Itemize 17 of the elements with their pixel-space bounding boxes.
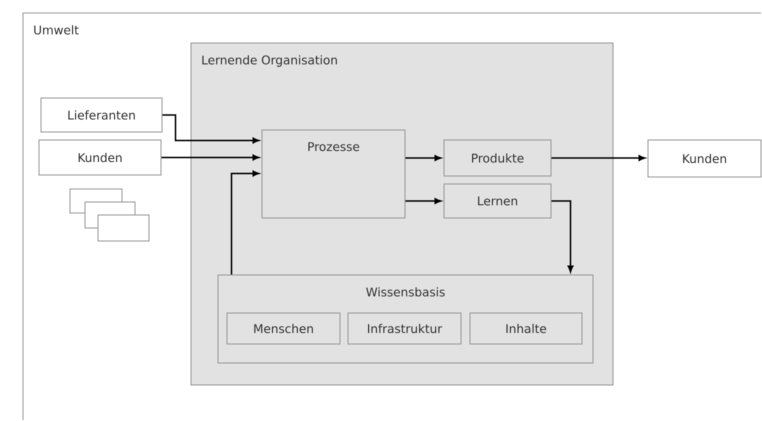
box: Produkte [444, 140, 552, 176]
box: Lieferanten [40, 98, 162, 132]
process-box: Prozesse [262, 130, 406, 218]
box: Kunden [38, 140, 162, 176]
box: Inhalte [470, 312, 582, 344]
box: Lernen [444, 184, 552, 218]
arrow [406, 155, 442, 161]
arrow [162, 114, 260, 144]
arrow [406, 198, 442, 204]
box: Infrastruktur [348, 312, 462, 344]
arrow [552, 200, 574, 272]
arrow [552, 155, 646, 161]
arrow [162, 154, 260, 160]
box: Menschen [226, 312, 340, 344]
box [98, 214, 150, 242]
arrow [230, 170, 260, 274]
box: Kunden [648, 140, 762, 178]
